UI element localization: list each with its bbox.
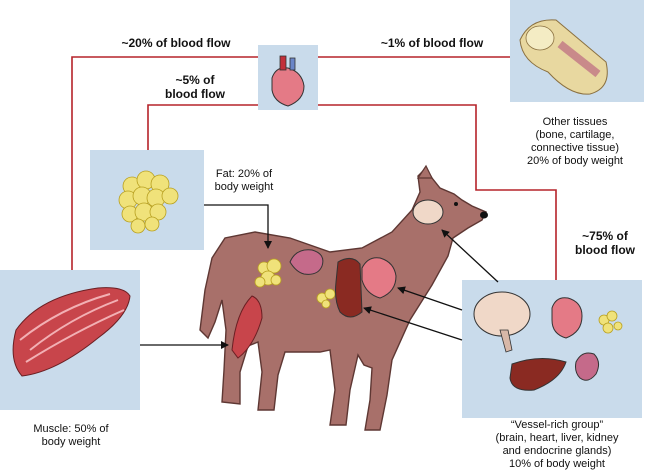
arrow-vrg-to-brain [441,229,499,283]
label-flow-fat-line1: ~5% of [175,73,215,87]
dog-illustration [199,164,488,431]
label-flow-other: ~1% of blood flow [380,36,484,50]
dog-ear [416,164,433,179]
arrow-vrg-to-heart [397,286,463,311]
dog-liver [335,258,363,318]
dog-fat-blob [254,258,282,288]
dog-kidney [289,249,324,275]
vrg-liver [509,358,567,391]
label-vrg-compartment: “Vessel-rich group” (brain, heart, liver… [470,419,644,471]
label-other-line3: connective tissue) [530,142,620,154]
label-flow-vrg-line1: ~75% of [582,229,628,243]
label-fat-line2: body weight [214,181,274,193]
dog-fat-blob-small [316,288,336,309]
dog-eye [454,202,458,206]
label-other-compartment: Other tissues (bone, cartilage, connecti… [505,116,645,168]
vrg-brain [473,291,531,337]
muscle-illustration [12,287,131,377]
label-muscle-compartment: Muscle: 50% of body weight [6,423,136,449]
connector-heart-muscle [71,56,258,270]
arrow-fat-to-dog [204,204,272,249]
label-fat-compartment: Fat: 20% of body weight [206,168,282,194]
heart-illustration [271,55,305,107]
label-flow-fat: ~5% of blood flow [150,73,240,101]
label-fat-line1: Fat: 20% of [215,168,273,180]
dog-muscle [231,295,263,359]
label-flow-vrg: ~75% of blood flow [562,229,648,257]
label-muscle-line2: body weight [41,436,101,448]
label-other-line4: 20% of body weight [526,155,623,167]
dog-nose [480,211,488,219]
label-flow-fat-line2: blood flow [165,87,225,101]
label-other-line2: (bone, cartilage, [535,129,615,141]
label-flow-vrg-line2: blood flow [575,243,635,257]
arrow-vrg-to-liver [363,306,463,341]
label-flow-muscle: ~20% of blood flow [121,36,231,50]
label-vrg-line3: and endocrine glands) [502,445,612,457]
label-vrg-line2: (brain, heart, liver, kidney [495,432,619,444]
distribution-arrows [140,204,499,349]
vrg-gland [598,310,623,334]
vrg-brainstem [499,329,513,353]
label-vrg-line4: 10% of body weight [508,458,605,470]
dog-heart [361,257,397,299]
vrg-heart [551,297,583,339]
vrg-kidney [575,352,600,381]
fat-cluster-illustration [118,170,179,234]
connector-heart-fat [147,104,273,150]
bone-illustration [519,19,608,95]
label-vrg-line1: “Vessel-rich group” [510,419,604,431]
vrg-organs-illustration [473,291,623,391]
dog-brain [412,199,444,225]
connector-heart-vrg [305,104,557,280]
label-other-line1: Other tissues [542,116,608,128]
label-muscle-line1: Muscle: 50% of [33,423,109,435]
